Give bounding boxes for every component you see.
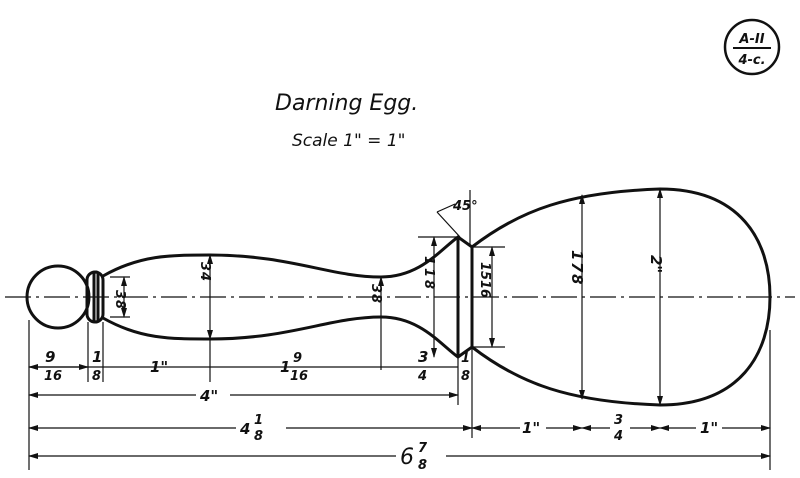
extension-lines bbox=[28, 320, 771, 470]
dimension-label: 1" bbox=[700, 419, 718, 437]
dimension-label: 8 bbox=[368, 294, 383, 303]
dimension-label: 9 bbox=[293, 351, 302, 366]
dimension-label: 3 bbox=[197, 262, 212, 271]
dimension-label: 1" bbox=[522, 419, 540, 437]
dimension-label: 3 bbox=[418, 348, 428, 366]
dimension-label: 16 bbox=[477, 280, 492, 298]
dimension-label: 8 bbox=[421, 280, 436, 289]
dimension-label: 8 bbox=[418, 458, 427, 473]
dimension-label: 8 bbox=[112, 300, 127, 309]
dimension-label: 7 bbox=[568, 262, 586, 273]
dimension-label: 8 bbox=[92, 369, 101, 384]
dimension-label: 6 bbox=[400, 445, 414, 470]
angle-label: 45° bbox=[452, 199, 478, 214]
dimension-label: 4 bbox=[197, 271, 212, 281]
dimension-label: 16 bbox=[290, 369, 308, 384]
dimension-label: 4 bbox=[613, 429, 623, 444]
badge-top: A-II bbox=[738, 32, 764, 47]
dimension-label: 1 bbox=[568, 250, 586, 260]
object-outline bbox=[25, 187, 772, 407]
dimension-label: 9 bbox=[45, 348, 55, 366]
dimension-label: 1 bbox=[280, 358, 290, 376]
dimension-label: 15 bbox=[477, 262, 492, 280]
dimension-label: 1 bbox=[421, 268, 436, 277]
dimension-label: 8 bbox=[461, 369, 470, 384]
dimension-label: 4 bbox=[239, 420, 250, 438]
dimension-label: 1 bbox=[421, 256, 436, 265]
dimension-label: 1 bbox=[92, 348, 102, 366]
dimension-label: 1 bbox=[254, 413, 263, 428]
drawing-scale: Scale 1" = 1" bbox=[292, 131, 405, 151]
dimension-label: 3 bbox=[368, 284, 383, 293]
dimension-label: 8 bbox=[568, 274, 586, 284]
badge-bottom: 4-c. bbox=[737, 53, 765, 68]
dimension-label: 16 bbox=[44, 369, 62, 384]
dimension-label: 7 bbox=[418, 441, 428, 456]
dimension-label: 8 bbox=[254, 429, 263, 444]
drawing-title: Darning Egg. bbox=[275, 91, 418, 116]
dimension-label: 3 bbox=[112, 290, 127, 299]
sheet-badge: A-II 4-c. bbox=[723, 18, 781, 76]
dimension-label: 3 bbox=[614, 413, 623, 428]
dimension-label: 4" bbox=[199, 387, 218, 405]
dimension-label: 1 bbox=[461, 351, 470, 366]
dimension-label: 2" bbox=[647, 255, 665, 273]
angle-callout: 45° bbox=[436, 190, 478, 245]
dimension-label: 1" bbox=[150, 358, 168, 376]
dimension-label: 4 bbox=[417, 369, 427, 384]
